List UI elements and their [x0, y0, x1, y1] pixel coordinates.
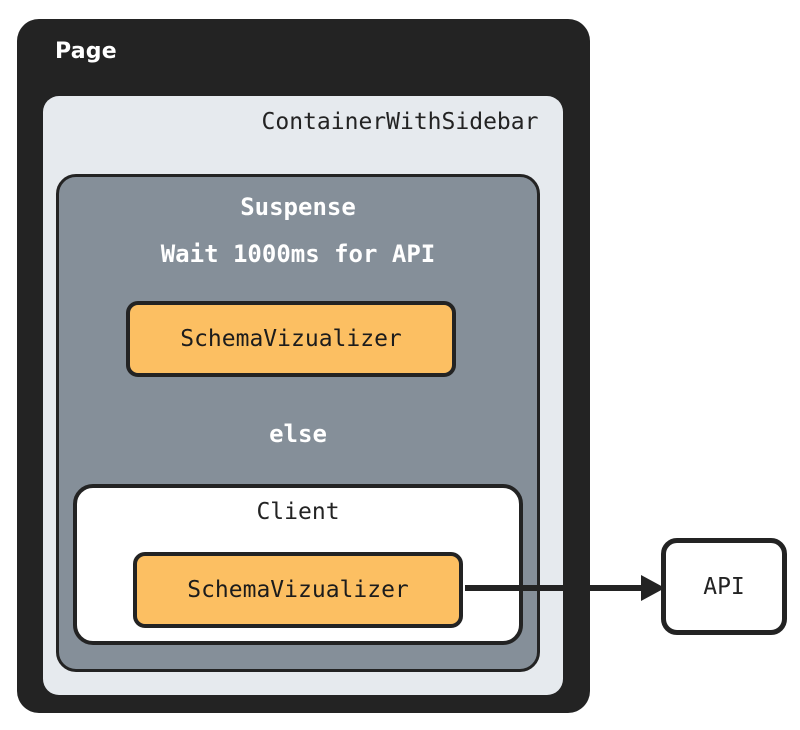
arrowhead-icon [641, 575, 665, 601]
node-page-label: Page [55, 39, 117, 64]
node-container-with-sidebar-label: ContainerWithSidebar [261, 109, 539, 135]
node-schema-vizualizer-client[interactable]: SchemaVizualizer [133, 552, 463, 628]
edge-schema-vizualizer-to-api [465, 575, 665, 601]
node-api[interactable]: API [661, 538, 787, 635]
node-schema-vizualizer-fallback[interactable]: SchemaVizualizer [126, 301, 456, 377]
node-client-label: Client [256, 499, 340, 525]
node-suspense-sublabel: Wait 1000ms for API [160, 240, 436, 268]
node-suspense-else-label: else [269, 420, 327, 448]
node-suspense-label: Suspense [240, 193, 356, 221]
